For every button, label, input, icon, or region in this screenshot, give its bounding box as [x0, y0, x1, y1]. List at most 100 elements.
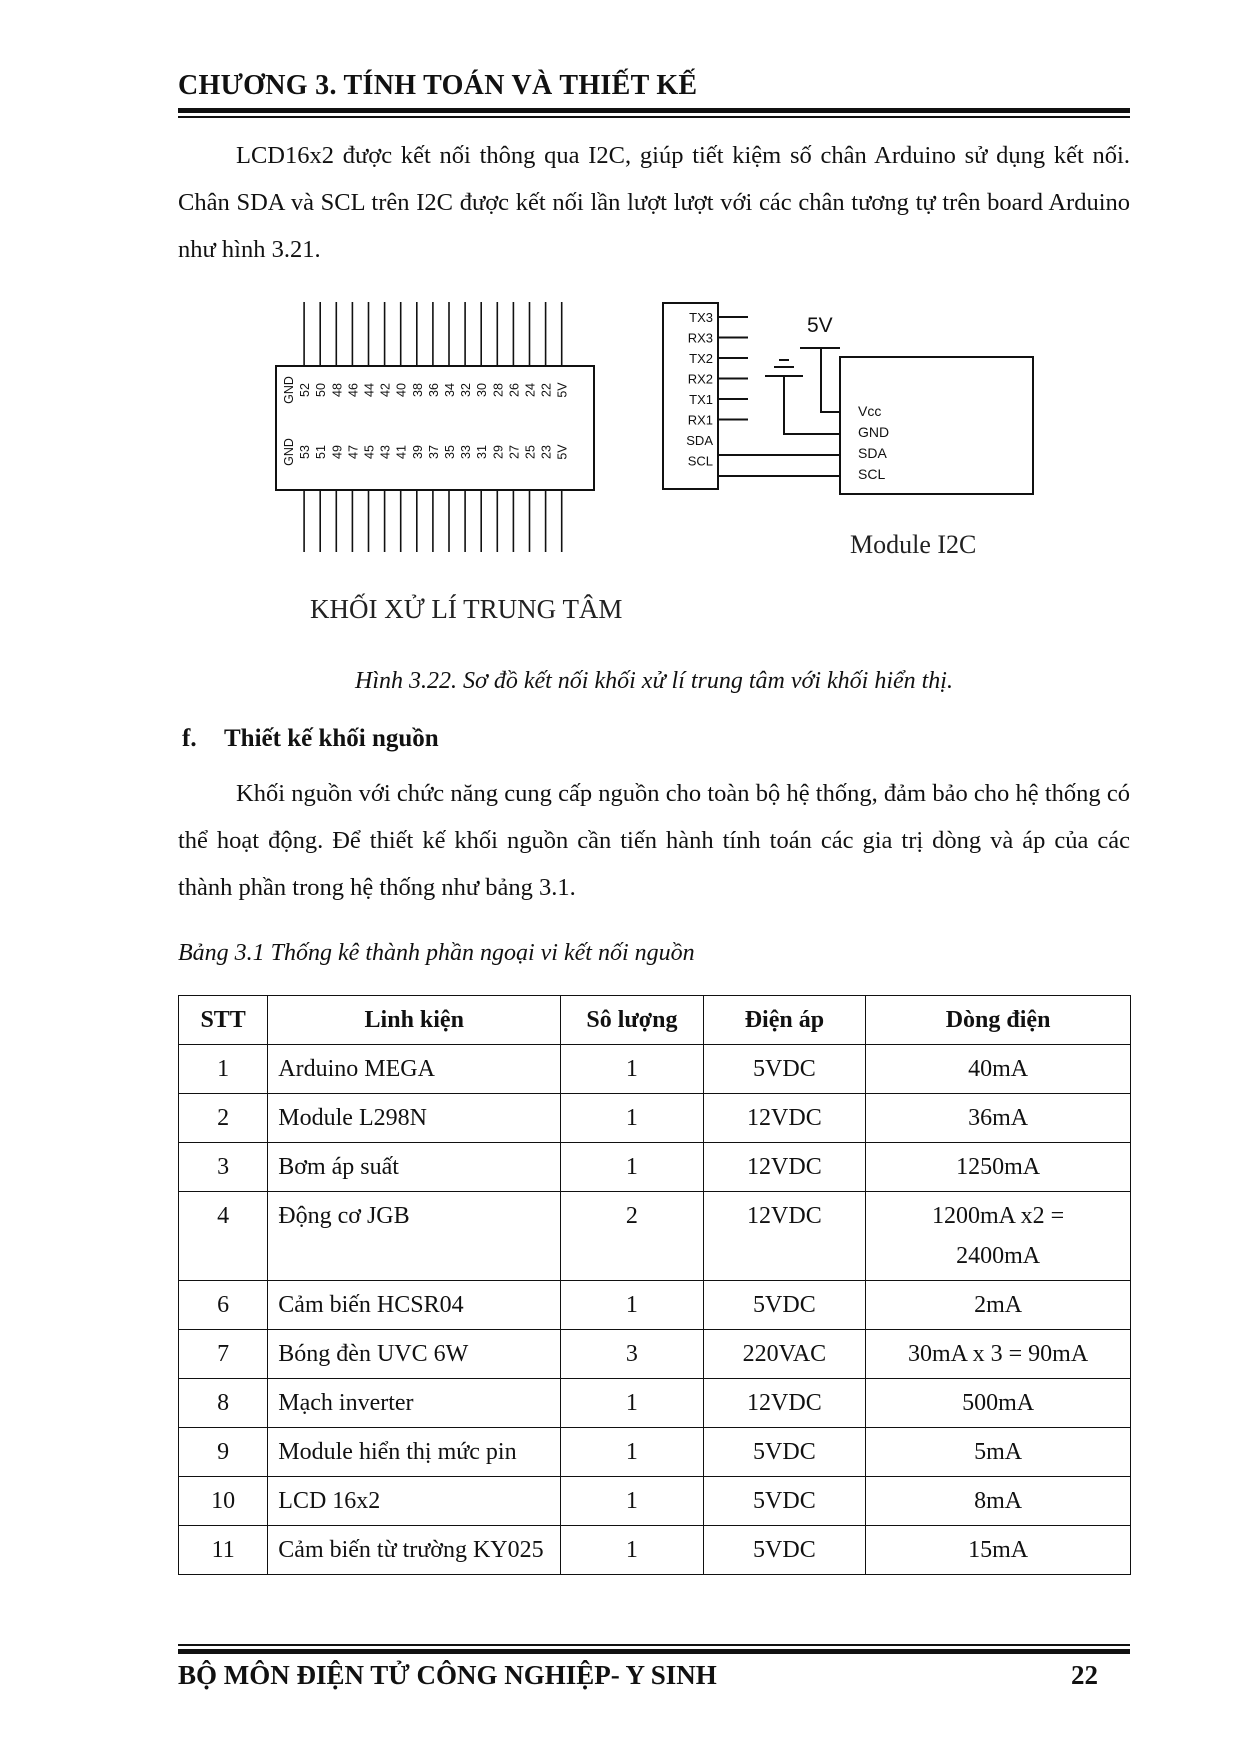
- cell-current: 15mA: [865, 1525, 1131, 1575]
- pin-label: 36: [427, 383, 441, 397]
- cell-voltage: 220VAC: [702, 1329, 867, 1379]
- cell-quantity: 1: [560, 1476, 704, 1526]
- cell-voltage: 5VDC: [702, 1280, 867, 1330]
- pin-label: 49: [330, 445, 344, 459]
- table-caption: Bảng 3.1 Thống kê thành phần ngoại vi kế…: [178, 940, 695, 966]
- pin-label: 23: [540, 445, 554, 459]
- pin-label: 41: [395, 445, 409, 459]
- cell-current: 30mA x 3 = 90mA: [865, 1329, 1131, 1379]
- footer-rule-thick: [178, 1649, 1130, 1654]
- cell-stt: 2: [177, 1093, 269, 1143]
- module-i2c-label: Module I2C: [850, 530, 976, 559]
- table-row: 4 Động cơ JGB 2 12VDC 1200mA x2 = 2400mA: [177, 1191, 1131, 1281]
- table-row: 11 Cảm biến từ trường KY025 1 5VDC 15mA: [177, 1525, 1131, 1575]
- pin-label: 25: [524, 445, 538, 459]
- vcc-wire: [820, 348, 840, 413]
- col-header-stt: STT: [177, 995, 269, 1045]
- paragraph-i2c: LCD16x2 được kết nối thông qua I2C, giúp…: [178, 142, 1130, 263]
- table-row: 2 Module L298N 1 12VDC 36mA: [177, 1093, 1131, 1143]
- cell-component: Arduino MEGA: [267, 1044, 562, 1094]
- cell-stt: 11: [177, 1525, 269, 1575]
- cell-component: Module L298N: [267, 1093, 562, 1143]
- table-row: 6 Cảm biến HCSR04 1 5VDC 2mA: [177, 1280, 1131, 1330]
- col-header-current: Dòng điện: [865, 995, 1131, 1045]
- table-row: 9 Module hiển thị mức pin 1 5VDC 5mA: [177, 1427, 1131, 1477]
- pin-label: 22: [540, 383, 554, 397]
- cell-stt: 1: [177, 1044, 269, 1094]
- pin-label: 27: [507, 445, 521, 459]
- cell-quantity: 1: [560, 1525, 704, 1575]
- power-table: STT Linh kiện Sô lượng Điện áp Dòng điện…: [177, 995, 1131, 1575]
- cell-quantity: 1: [560, 1044, 704, 1094]
- table-header-row: STT Linh kiện Sô lượng Điện áp Dòng điện: [177, 995, 1131, 1045]
- table-row: 7 Bóng đèn UVC 6W 3 220VAC 30mA x 3 = 90…: [177, 1329, 1131, 1379]
- pin-label: 31: [475, 445, 489, 459]
- pin-label: 5V: [556, 444, 570, 460]
- cell-voltage: 12VDC: [702, 1142, 867, 1192]
- table-row: 3 Bơm áp suất 1 12VDC 1250mA: [177, 1142, 1131, 1192]
- central-block-label: KHỐI XỬ LÍ TRUNG TÂM: [310, 593, 622, 624]
- cell-component: Bơm áp suất: [267, 1142, 562, 1192]
- pin-label: 30: [475, 383, 489, 397]
- arduino-pin-label: RX2: [688, 372, 713, 387]
- cell-quantity: 1: [560, 1093, 704, 1143]
- pin-label: 34: [443, 383, 457, 397]
- pin-label: 53: [298, 445, 312, 459]
- cell-quantity: 1: [560, 1378, 704, 1428]
- cell-current: 500mA: [865, 1378, 1131, 1428]
- table-row: 8 Mạch inverter 1 12VDC 500mA: [177, 1378, 1131, 1428]
- arduino-pin-label: RX1: [688, 413, 713, 428]
- cell-component: Mạch inverter: [267, 1378, 562, 1428]
- pin-label: 5V: [556, 382, 570, 398]
- pin-label: GND: [282, 438, 296, 466]
- cell-component: Bóng đèn UVC 6W: [267, 1329, 562, 1379]
- pin-label: 35: [443, 445, 457, 459]
- cell-component-text: Cảm biến từ trường KY025: [278, 1537, 544, 1563]
- section-letter: f.: [182, 725, 197, 752]
- module-pin-label: SDA: [858, 445, 887, 461]
- pin-label: GND: [282, 376, 296, 404]
- cell-quantity: 3: [560, 1329, 704, 1379]
- footer-department: BỘ MÔN ĐIỆN TỬ CÔNG NGHIỆP- Y SINH: [178, 1660, 717, 1690]
- cell-current: 2mA: [865, 1280, 1131, 1330]
- ground-symbol: [765, 359, 840, 435]
- cell-stt: 10: [177, 1476, 269, 1526]
- pin-label: 46: [346, 383, 360, 397]
- arduino-pin-label: TX1: [689, 392, 713, 407]
- cell-voltage: 5VDC: [702, 1525, 867, 1575]
- pin-label: 32: [459, 383, 473, 397]
- cell-voltage: 12VDC: [702, 1378, 867, 1428]
- cell-quantity: 1: [560, 1280, 704, 1330]
- cell-current: 5mA: [865, 1427, 1131, 1477]
- pin-label: 44: [363, 383, 377, 397]
- footer-rule-thin: [178, 1644, 1130, 1646]
- page-header: CHƯƠNG 3. TÍNH TOÁN VÀ THIẾT KẾ: [178, 70, 698, 101]
- cell-stt: 8: [177, 1378, 269, 1428]
- pin-label: 29: [491, 445, 505, 459]
- cell-current: 1250mA: [865, 1142, 1131, 1192]
- arduino-pin-label: SCL: [688, 454, 713, 469]
- module-pin-label: Vcc: [858, 403, 881, 419]
- arduino-pin-label: RX3: [688, 331, 713, 346]
- col-header-component: Linh kiện: [267, 995, 562, 1045]
- cell-component: Động cơ JGB: [267, 1191, 562, 1281]
- cell-stt: 6: [177, 1280, 269, 1330]
- cell-quantity: 1: [560, 1427, 704, 1477]
- pin-label: 43: [379, 445, 393, 459]
- header-rule-thin: [178, 116, 1130, 118]
- section-title: Thiết kế khối nguồn: [224, 725, 439, 752]
- pin-label: 26: [507, 383, 521, 397]
- page-number: 22: [1071, 1660, 1098, 1690]
- cell-quantity: 2: [560, 1191, 704, 1281]
- cell-stt: 4: [177, 1191, 269, 1281]
- cell-current: 1200mA x2 = 2400mA: [865, 1191, 1131, 1281]
- i2c-module-box: [839, 356, 1034, 495]
- pin-label: 24: [524, 383, 538, 397]
- pin-label: 33: [459, 445, 473, 459]
- cell-quantity: 1: [560, 1142, 704, 1192]
- cell-voltage: 12VDC: [702, 1093, 867, 1143]
- cell-component: Module hiển thị mức pin: [267, 1427, 562, 1477]
- pin-label: 28: [491, 383, 505, 397]
